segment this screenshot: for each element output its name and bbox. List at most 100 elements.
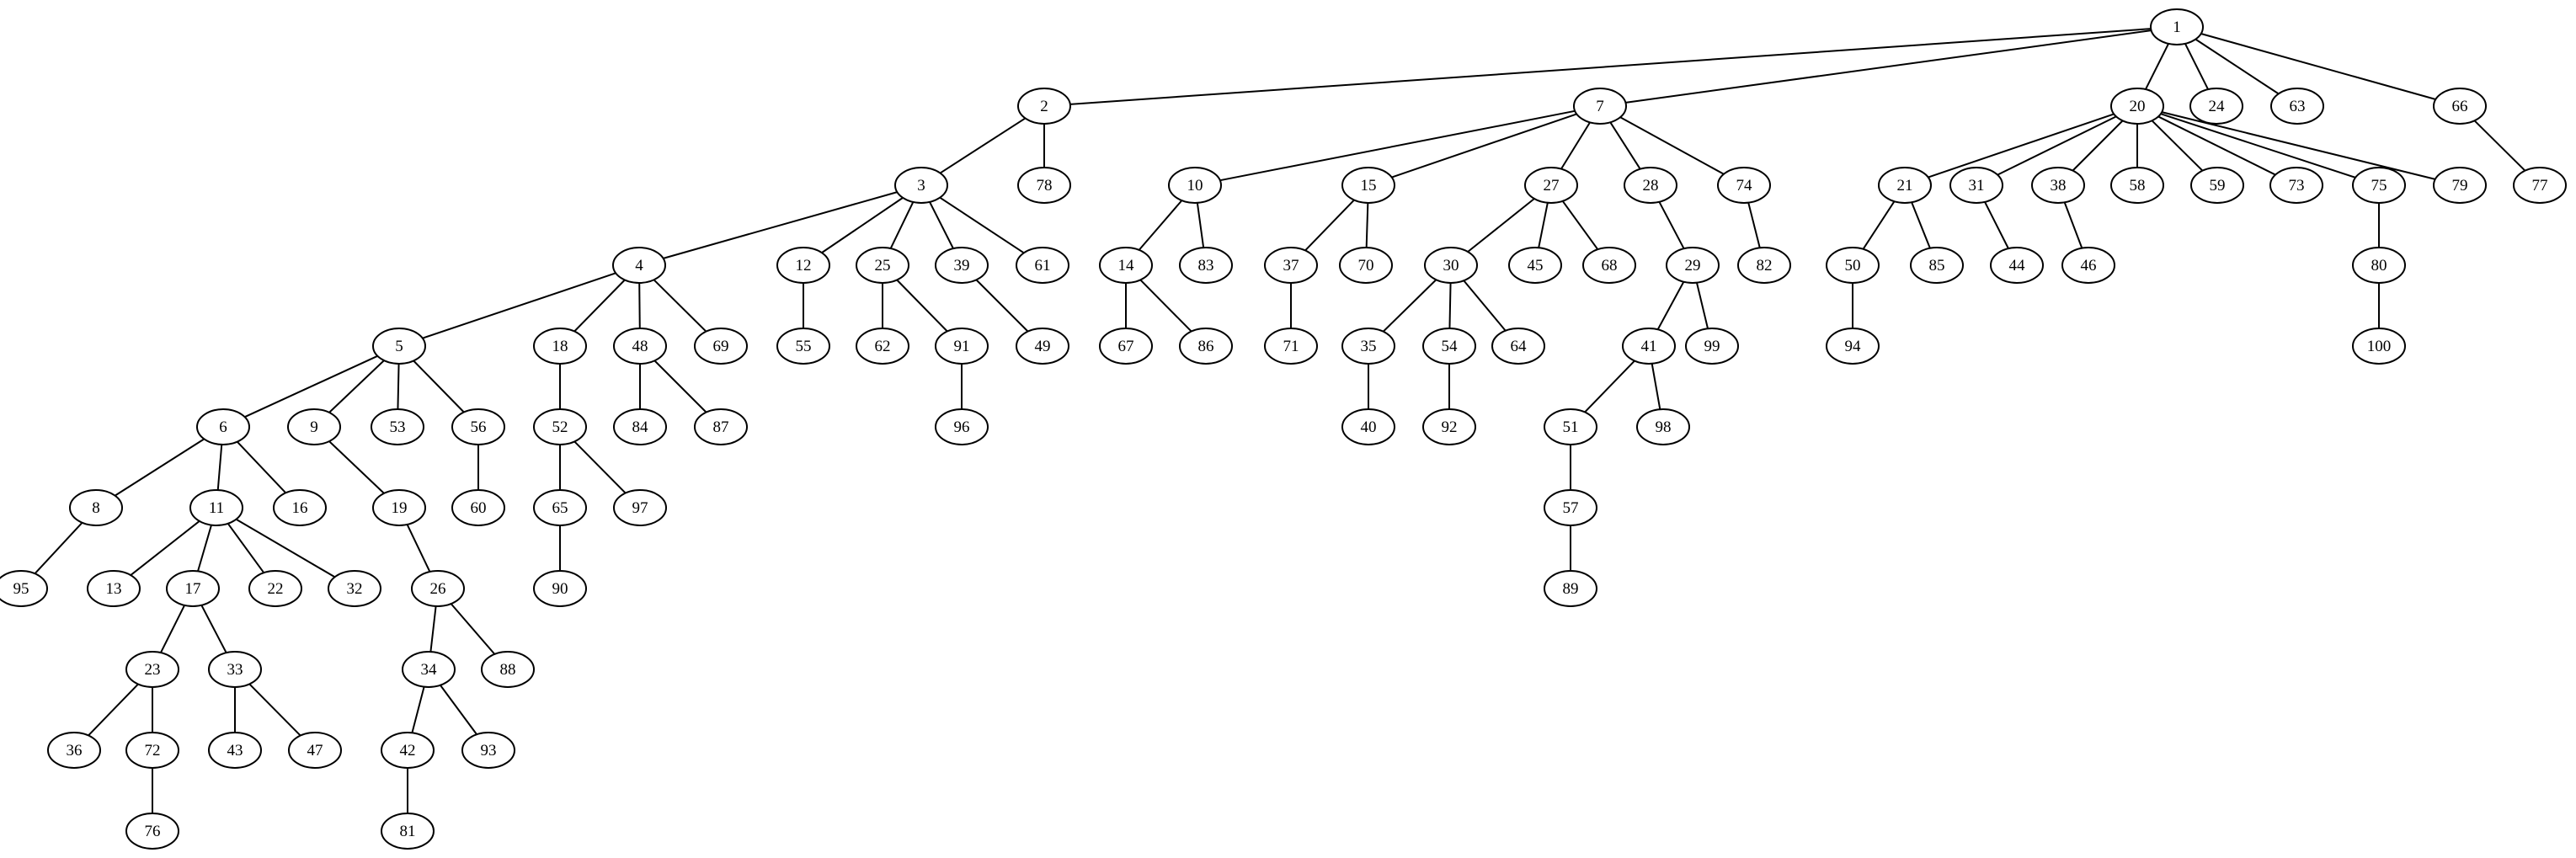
node-10: 10 (1168, 167, 1222, 204)
node-ellipse (2189, 88, 2243, 125)
node-49: 49 (1016, 328, 1069, 365)
node-91: 91 (935, 328, 989, 365)
node-53: 53 (371, 408, 424, 445)
node-12: 12 (776, 247, 830, 284)
node-ellipse (372, 489, 426, 526)
node-label: 30 (1443, 257, 1459, 274)
edge-11-17 (197, 525, 212, 572)
node-label: 61 (1035, 257, 1051, 274)
node-ellipse (371, 408, 424, 445)
node-label: 88 (500, 661, 516, 679)
node-ellipse (125, 813, 179, 850)
node-ellipse (694, 408, 748, 445)
node-label: 18 (552, 338, 568, 355)
node-label: 75 (2371, 177, 2387, 195)
node-ellipse (273, 489, 327, 526)
node-ellipse (1339, 247, 1393, 284)
node-ellipse (2270, 88, 2324, 125)
node-83: 83 (1179, 247, 1233, 284)
node-label: 65 (552, 499, 568, 517)
node-label: 50 (1845, 257, 1861, 274)
node-ellipse (1016, 328, 1069, 365)
edge-17-33 (200, 605, 227, 653)
node-63: 63 (2270, 88, 2324, 125)
node-ellipse (1422, 328, 1476, 365)
edge-26-88 (450, 603, 496, 655)
node-81: 81 (381, 813, 435, 850)
node-ellipse (935, 247, 989, 284)
node-label: 37 (1283, 257, 1299, 274)
edge-11-32 (235, 518, 336, 578)
edge-10-83 (1196, 202, 1205, 248)
edge-52-97 (573, 440, 627, 494)
node-ellipse (2352, 328, 2406, 365)
node-98: 98 (1636, 408, 1690, 445)
edge-7-10 (1219, 109, 1576, 182)
edge-11-13 (130, 520, 200, 576)
node-label: 97 (632, 499, 648, 517)
node-label: 80 (2371, 257, 2387, 274)
nodes-layer: 1234567891011121314151617181920212223242… (0, 8, 2567, 850)
edge-3-39 (929, 201, 954, 249)
node-100: 100 (2352, 328, 2406, 365)
node-16: 16 (273, 489, 327, 526)
edge-5-6 (244, 354, 378, 418)
node-label: 52 (552, 418, 568, 436)
node-label: 33 (227, 661, 243, 679)
edge-21-85 (1911, 201, 1931, 249)
node-ellipse (694, 328, 748, 365)
node-47: 47 (288, 732, 342, 769)
node-label: 14 (1118, 257, 1135, 274)
node-label: 15 (1361, 177, 1377, 195)
node-ellipse (613, 408, 667, 445)
node-ellipse (208, 651, 262, 688)
node-5: 5 (372, 328, 426, 365)
node-7: 7 (1573, 88, 1627, 125)
node-label: 19 (392, 499, 408, 517)
node-38: 38 (2031, 167, 2085, 204)
node-92: 92 (1422, 408, 1476, 445)
node-ellipse (189, 489, 243, 526)
node-label: 4 (635, 257, 643, 274)
node-label: 2 (1040, 98, 1048, 115)
node-ellipse (1826, 328, 1880, 365)
node-label: 25 (875, 257, 891, 274)
edge-5-53 (397, 363, 400, 410)
node-52: 52 (533, 408, 587, 445)
node-ellipse (1168, 167, 1222, 204)
node-72: 72 (125, 732, 179, 769)
edge-6-11 (216, 444, 223, 491)
node-ellipse (288, 732, 342, 769)
edge-31-44 (1984, 201, 2009, 249)
node-96: 96 (935, 408, 989, 445)
node-label: 90 (552, 580, 568, 598)
edge-30-64 (1463, 280, 1507, 332)
node-label: 5 (395, 338, 403, 355)
node-97: 97 (613, 489, 667, 526)
node-label: 92 (1442, 418, 1458, 436)
node-label: 89 (1563, 580, 1579, 598)
node-15: 15 (1341, 167, 1395, 204)
node-9: 9 (287, 408, 341, 445)
node-label: 7 (1596, 98, 1604, 115)
edge-10-14 (1138, 200, 1183, 251)
node-label: 47 (307, 742, 323, 759)
node-label: 3 (917, 177, 925, 195)
node-94: 94 (1826, 328, 1880, 365)
node-ellipse (935, 408, 989, 445)
node-80: 80 (2352, 247, 2406, 284)
edge-6-16 (237, 440, 286, 494)
edge-4-48 (638, 282, 641, 329)
node-ellipse (461, 732, 515, 769)
node-label: 66 (2452, 98, 2468, 115)
node-ellipse (1508, 247, 1562, 284)
node-label: 58 (2130, 177, 2146, 195)
node-ellipse (1017, 167, 1071, 204)
node-ellipse (1099, 328, 1153, 365)
node-label: 100 (2367, 338, 2392, 355)
edge-7-28 (1609, 121, 1641, 170)
node-label: 23 (145, 661, 161, 679)
node-label: 9 (310, 418, 318, 436)
node-ellipse (533, 328, 587, 365)
node-14: 14 (1099, 247, 1153, 284)
